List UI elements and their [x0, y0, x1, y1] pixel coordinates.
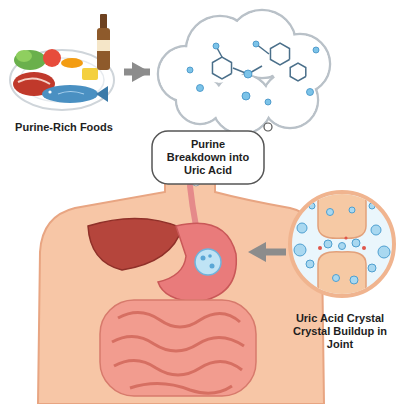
uric-acid-particle — [307, 89, 314, 96]
liver — [88, 218, 182, 270]
intestines — [100, 300, 256, 396]
uric-acid-crystal — [378, 246, 390, 258]
stomach — [158, 223, 236, 302]
thought-cloud — [263, 73, 317, 127]
node-label: Purine-Rich Foods — [8, 121, 120, 138]
uric-acid-crystal — [368, 264, 376, 272]
uric-acid-crystal — [352, 239, 360, 247]
uric-acid-crystal — [294, 244, 306, 256]
joint-closeup — [318, 252, 366, 300]
human-torso — [38, 176, 324, 404]
molecule-ring — [212, 57, 231, 79]
stomach — [158, 223, 236, 302]
liver — [88, 218, 182, 270]
uric-acid-particle — [313, 47, 319, 53]
node-label: Uric Acid Crystal Crystal Buildup in Joi… — [284, 312, 396, 351]
bubble-dot — [264, 123, 272, 131]
food-plate — [10, 14, 114, 110]
joint-closeup — [290, 190, 394, 300]
uric-acid-crystal — [333, 275, 340, 282]
food-plate — [58, 92, 84, 95]
food-plate — [18, 78, 50, 84]
flow-arrow — [124, 69, 150, 76]
molecule — [187, 41, 319, 105]
stomach — [210, 264, 215, 269]
node-label: Purine Breakdown into Uric Acid — [160, 138, 256, 177]
stomach — [195, 249, 221, 275]
intestines — [100, 300, 256, 396]
joint-closeup — [344, 236, 347, 239]
joint-closeup — [294, 190, 390, 300]
uric-acid-crystal — [371, 225, 381, 235]
human-torso — [38, 176, 324, 404]
molecule-ring — [290, 63, 306, 81]
joint-closeup — [318, 190, 366, 238]
uric-acid-particle — [242, 92, 250, 100]
intestines — [114, 360, 242, 375]
intestines — [130, 383, 232, 393]
intestines — [118, 312, 240, 327]
joint-group: Uric Acid Crystal Crystal Buildup in Joi… — [282, 186, 398, 362]
food-plate — [13, 72, 55, 96]
speech-bubble — [152, 131, 264, 184]
uric-acid-crystal — [324, 240, 332, 248]
uric-acid-crystal — [309, 203, 315, 209]
thought-cloud-group: Purine Breakdown into Uric Acid — [150, 4, 336, 190]
food-plate — [97, 40, 110, 51]
food-group: Purine-Rich Foods — [6, 10, 122, 138]
molecule-ring — [270, 43, 289, 65]
uric-acid-particle — [213, 43, 219, 49]
food-plate — [14, 50, 46, 70]
uric-acid-crystal — [297, 223, 307, 233]
uric-acid-particle — [253, 41, 259, 47]
joint-arrow — [248, 242, 266, 262]
uric-acid-crystal — [350, 276, 358, 284]
stomach — [208, 254, 212, 258]
uric-acid-particle — [265, 99, 271, 105]
food-plate — [97, 28, 110, 70]
thought-cloud — [177, 77, 223, 123]
food-plate — [82, 68, 98, 80]
joint-closeup — [362, 246, 366, 250]
food-plate — [48, 90, 51, 93]
joint-closeup — [318, 246, 322, 250]
uric-acid-particle — [244, 70, 252, 78]
uric-acid-crystal — [306, 260, 314, 268]
uric-acid-crystal — [349, 207, 355, 213]
food-plate — [43, 49, 61, 67]
food-plate — [42, 85, 98, 103]
stomach — [201, 256, 206, 261]
food-plate — [16, 50, 32, 62]
uric-acid-particle — [197, 85, 204, 92]
uric-acid-crystal — [369, 203, 375, 209]
food-plate — [100, 14, 107, 30]
uric-acid-crystal — [294, 203, 390, 284]
joint-arrow — [248, 242, 286, 262]
food-plate — [96, 86, 108, 102]
food-plate — [61, 58, 83, 68]
uric-acid-crystal — [327, 209, 334, 216]
thought-cloud — [158, 10, 330, 134]
human-torso — [190, 186, 196, 226]
uric-acid-crystal — [339, 243, 346, 250]
intestines — [112, 336, 244, 351]
uric-acid-particle — [187, 67, 193, 73]
